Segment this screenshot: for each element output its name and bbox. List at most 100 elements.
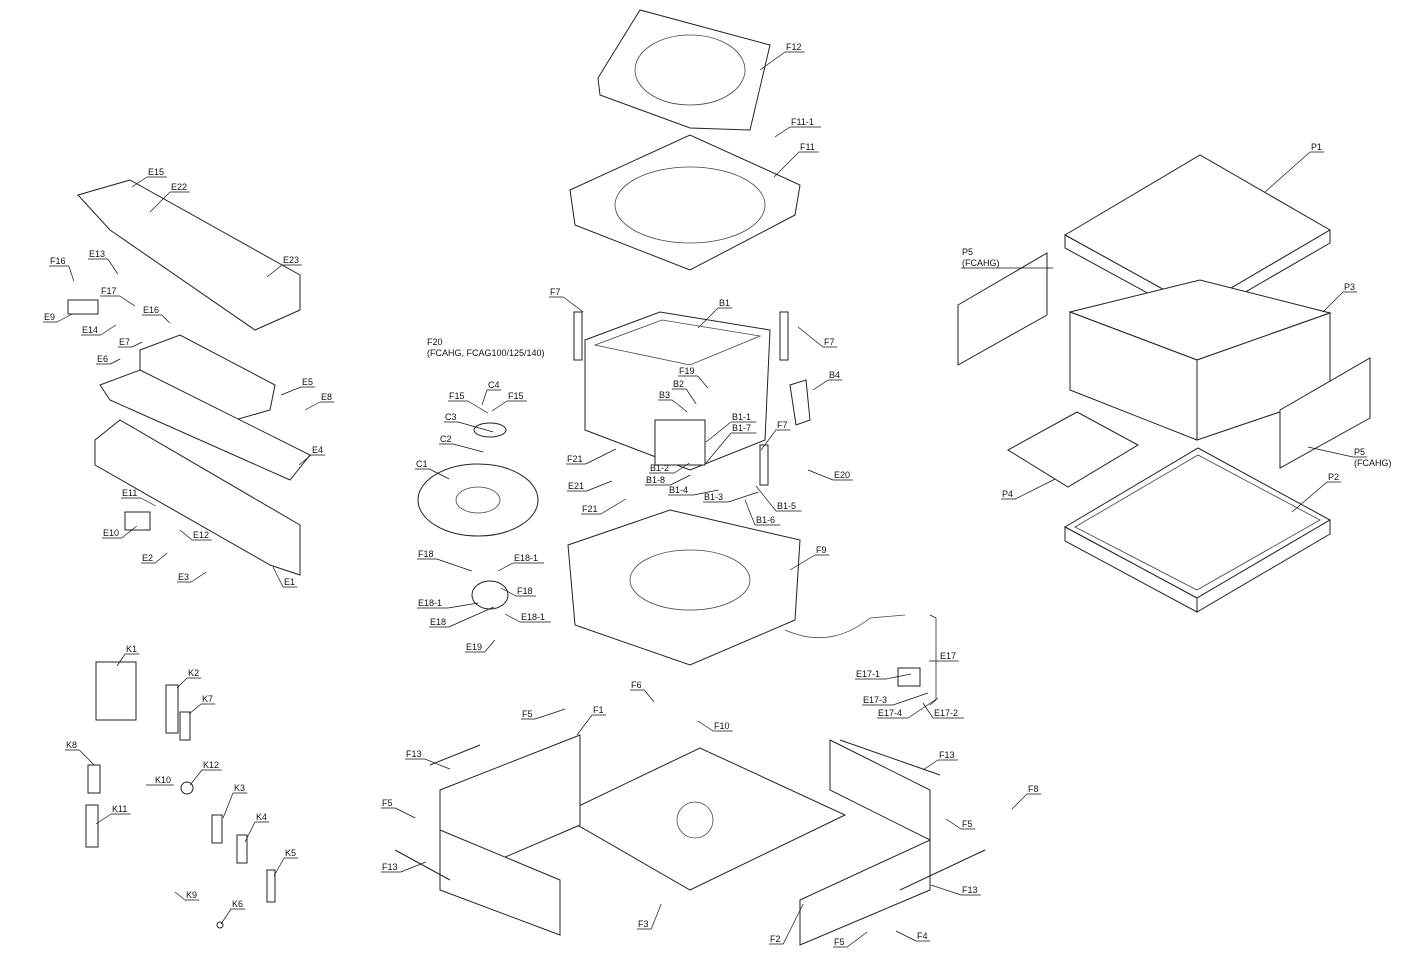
part-b4-insulation xyxy=(789,379,811,426)
leader-line xyxy=(566,448,616,465)
part-label: E17-4 xyxy=(878,708,902,718)
part-label: F7 xyxy=(550,287,561,297)
part-label: B1-5 xyxy=(777,501,796,511)
part-label: F3 xyxy=(638,919,649,929)
part-label: F11-1 xyxy=(791,117,814,127)
part-label: F20 xyxy=(427,337,443,347)
part-label: B1-3 xyxy=(704,492,723,502)
leader-line xyxy=(81,324,116,336)
part-e1-box xyxy=(94,419,301,576)
leader-line xyxy=(1291,481,1342,513)
part-label: K9 xyxy=(186,890,197,900)
part-label: E18-1 xyxy=(521,612,545,622)
leader-line xyxy=(877,697,939,719)
part-label: E18 xyxy=(430,617,446,627)
leader-line xyxy=(266,264,302,278)
leader-line xyxy=(807,469,853,481)
e17-bracket xyxy=(929,614,937,706)
leader-line xyxy=(755,485,802,512)
part-label: E1 xyxy=(284,577,295,587)
part-f7-bracket-1 xyxy=(573,311,583,361)
control-box-group xyxy=(67,179,311,576)
part-k2 xyxy=(165,684,179,734)
part-label: K6 xyxy=(232,899,243,909)
leader-line xyxy=(65,749,95,766)
part-label: C3 xyxy=(445,412,457,422)
part-f3-bottom-panel xyxy=(558,747,847,891)
leader-line xyxy=(273,857,299,877)
part-label: F5 xyxy=(382,798,393,808)
part-label: E17 xyxy=(940,651,956,661)
part-label: E7 xyxy=(119,337,130,347)
part-k1-manual xyxy=(95,661,137,721)
part-f2-side-panel-2 xyxy=(799,839,931,946)
part-label: E22 xyxy=(171,182,187,192)
packaging-group xyxy=(957,154,1371,613)
part-label: E19 xyxy=(466,642,482,652)
leader-line xyxy=(637,903,662,930)
leader-line xyxy=(95,813,131,825)
part-label: F15 xyxy=(508,391,524,401)
part-p2-tray-top xyxy=(1063,447,1332,599)
part-k4 xyxy=(236,834,248,864)
part-label: E17-2 xyxy=(934,708,958,718)
part-label: B4 xyxy=(829,370,840,380)
part-label: B1-2 xyxy=(650,463,669,473)
part-label: P4 xyxy=(1002,489,1013,499)
leader-line xyxy=(789,554,830,571)
part-label: B1-8 xyxy=(646,475,665,485)
leader-line xyxy=(116,653,140,667)
part-p2-tray-inner xyxy=(1074,454,1321,591)
unit-body-group xyxy=(417,9,921,687)
part-e18-motor xyxy=(471,580,509,610)
part-p2-tray-right xyxy=(1196,519,1331,613)
part-label: F1 xyxy=(593,705,604,715)
part-e9-terminal xyxy=(67,299,99,315)
part-p5-sheet-right xyxy=(1279,357,1371,469)
part-e4-frame xyxy=(99,369,311,481)
leader-line xyxy=(118,341,143,348)
part-label: B1-7 xyxy=(732,423,751,433)
part-f13-rail-2 xyxy=(839,739,941,776)
part-label: F5 xyxy=(522,709,533,719)
part-c1-fan-hub xyxy=(455,486,501,514)
part-label: K7 xyxy=(202,694,213,704)
part-label: F8 xyxy=(1028,784,1039,794)
part-label: B3 xyxy=(659,390,670,400)
leader-line xyxy=(833,931,868,948)
part-e15-cover xyxy=(77,179,301,331)
leader-line xyxy=(576,714,607,736)
part-label: B1-4 xyxy=(669,485,688,495)
leader-line xyxy=(102,525,138,539)
leader-line xyxy=(504,613,551,623)
part-f13-rail-4 xyxy=(899,849,986,891)
part-label: E6 xyxy=(97,354,108,364)
part-label: F18 xyxy=(418,549,434,559)
part-e10-block xyxy=(124,511,151,531)
leader-line xyxy=(96,358,121,365)
leader-line xyxy=(769,903,804,945)
leader-line xyxy=(922,759,958,771)
leader-line xyxy=(797,326,838,348)
leader-line xyxy=(417,558,472,572)
leader-line xyxy=(222,792,248,819)
leader-line xyxy=(1322,291,1358,313)
leader-line xyxy=(177,571,207,583)
part-label: E3 xyxy=(178,572,189,582)
leader-line xyxy=(444,421,494,433)
leader-line xyxy=(272,566,298,588)
leader-line xyxy=(922,702,964,719)
leader-line xyxy=(465,639,496,653)
part-label: B2 xyxy=(673,379,684,389)
leader-line xyxy=(381,807,416,819)
leader-line xyxy=(567,480,612,492)
part-e17-1-box xyxy=(897,667,921,687)
part-label: C2 xyxy=(440,434,452,444)
part-label: E4 xyxy=(312,445,323,455)
leader-line xyxy=(759,51,805,71)
leader-line xyxy=(760,429,791,451)
part-label: (FCAHG, FCAG100/125/140) xyxy=(427,348,545,358)
part-label: C4 xyxy=(488,380,500,390)
part-label: F13 xyxy=(406,749,422,759)
